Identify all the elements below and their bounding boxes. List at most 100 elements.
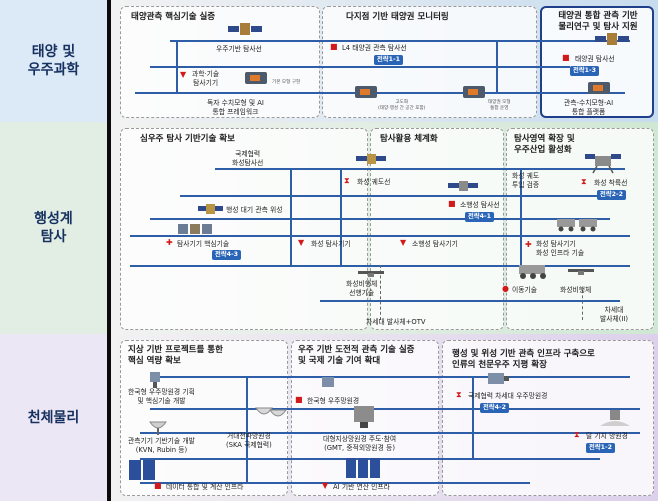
triangle-marker-icon: ▼ [322, 481, 329, 490]
node-gmt: 대형지상망원경 주도·참여 (GMT, 중적외망원경 등) [323, 435, 397, 452]
node-instrument-dev: 관측기기 기반기술 개발 (KVN, Rubin 등) [128, 437, 195, 454]
node-framework: 독자 수치모형 및 AI 통합 프레임워크 [207, 99, 264, 116]
instrument-icon [245, 72, 267, 84]
red-square-marker-icon: ■ [448, 199, 456, 208]
strategy-badge: 전략1-1 [374, 55, 403, 65]
node-mars-orbiter: 화성 궤도선 [357, 178, 391, 186]
node-mars-instrument: 화성 탐사기기 [311, 240, 351, 248]
node-integrate: 태양권 모형 통합 운영 [488, 100, 511, 111]
box-title: 탐사활용 체계화 [380, 134, 438, 144]
connector [246, 376, 248, 484]
box-title: 심우주 탐사 기반기술 확보 [140, 134, 235, 144]
satellite-icon [448, 181, 478, 191]
triangle-marker-icon: ▼ [298, 238, 305, 247]
connector [176, 40, 178, 94]
node-solar-probe: 태양권 탐사선 [575, 55, 615, 63]
strategy-badge: 전략4-2 [480, 403, 509, 413]
node-atmosphere-sat: 행성 대기 관측 위성 [226, 206, 283, 214]
dish-icon [149, 421, 167, 435]
timeline [150, 66, 570, 68]
node-space-probe: 우주기반 탐사선 [216, 45, 262, 53]
red-cross-marker-icon: ✚ [166, 238, 173, 247]
node-core-tech: 탐사기기 핵심기술 [177, 240, 230, 248]
dish-icon [255, 407, 287, 417]
lunar-telescope-icon [600, 410, 630, 426]
red-hourglass-marker-icon: ⧗ [456, 390, 462, 399]
red-hourglass-marker-icon: ⧗ [344, 176, 350, 185]
connector [340, 168, 342, 266]
drone-icon [358, 271, 384, 277]
node-kst-plan: 한국형 우주망원경 기획 및 핵심기술 개발 [128, 388, 195, 405]
red-square-marker-icon: ■ [330, 42, 338, 51]
box-title: 지상 기반 프로젝트를 통한 핵심 역량 확보 [128, 345, 223, 366]
node-asteroid-probe: 소행성 탐사선 [460, 201, 500, 209]
box-title: 태양관측 핵심기술 실증 [131, 12, 216, 22]
connector [290, 168, 292, 266]
timeline [170, 40, 630, 42]
red-square-marker-icon: ■ [154, 481, 162, 490]
red-hourglass-marker-icon: ⧗ [574, 430, 580, 439]
timeline [135, 92, 625, 94]
red-cross-marker-icon: ✚ [525, 240, 532, 249]
node-next-launcher-otv: 차세대 발사체+OTV [366, 318, 426, 326]
row-label-planetary-exploration: 행성계 탐사 [0, 122, 107, 334]
instrument-icon [588, 82, 610, 94]
node-data-infra: 데이터 통합 및 계산 인프라 [166, 483, 244, 491]
timeline [130, 235, 630, 237]
instrument-icon [463, 86, 485, 98]
dashed-connector [380, 265, 381, 320]
timeline [320, 300, 620, 302]
divider-bar [107, 0, 111, 501]
red-hourglass-marker-icon: ⧗ [581, 177, 587, 186]
timeline [150, 408, 640, 410]
box-title: 행성 및 위성 기반 관측 인프라 구축으로 인류의 천문우주 지평 확장 [452, 349, 595, 370]
connector [520, 168, 522, 266]
instrument-icon [355, 86, 377, 98]
strategy-badge: 전략2-2 [597, 190, 626, 200]
triangle-marker-icon: ▼ [180, 70, 187, 79]
node-mobility: 이동기술 [512, 286, 538, 294]
node-mars-orbit-verify: 화성 궤도 투입 검증 [512, 172, 540, 189]
node-ska: 거대전파망원경 (SKA 국제협력) [226, 432, 272, 449]
box-planet-utilization [370, 128, 504, 330]
timeline [180, 195, 620, 197]
satellite-icon [595, 33, 629, 45]
telescope-icon [488, 373, 509, 384]
box-title: 태양권 통합 관측 기반 물리연구 및 탐사 지원 [558, 11, 638, 32]
satellite-icon [356, 154, 386, 164]
strategy-badge: 전략1-3 [570, 66, 599, 76]
satellite-icon [228, 23, 262, 35]
red-circle-marker-icon: ● [502, 284, 509, 293]
box-title: 탐사영역 확장 및 우주산업 활성화 [514, 134, 575, 155]
node-intl-mars-probe: 국제협력 화성탐사선 [232, 150, 264, 167]
telescope-icon [322, 377, 334, 387]
rover-icon [519, 265, 546, 279]
timeline [150, 376, 630, 378]
connector [472, 376, 474, 458]
satellite-icon [198, 204, 223, 214]
server-icon [346, 458, 380, 478]
node-mars-aircraft-tech: 화성비행체 선행기술 [346, 280, 378, 297]
node-intl-next-telescope: 국제협력 차세대 우주망원경 [468, 392, 548, 400]
connector [496, 40, 498, 94]
triangle-marker-icon: ▼ [400, 238, 407, 247]
red-square-marker-icon: ■ [562, 53, 570, 62]
node-lunar-telescope: 달 기지 망원경 [586, 432, 628, 440]
box-solar-monitoring [322, 6, 537, 118]
node-mars-lander: 화성 착륙선 [594, 179, 628, 187]
lander-icon [585, 154, 621, 174]
node-instrument: 과학·기술 탐사기기 [192, 70, 220, 87]
telescope-icon [354, 406, 374, 428]
box-solar-core-tech [120, 6, 320, 118]
node-next-launcher-2: 차세대 발사체(II) [600, 306, 629, 323]
telescope-icon [150, 372, 160, 388]
box-planet-deep-space [120, 128, 368, 330]
timeline [140, 432, 640, 434]
node-mars-aircraft: 화성비행체 [560, 286, 592, 294]
box-solar-integrated [540, 6, 654, 118]
row-label-solar-space-science: 태양 및 우주과학 [0, 0, 107, 122]
timeline [150, 218, 610, 220]
strategy-badge: 전략4-3 [212, 250, 241, 260]
box-planet-expansion [506, 128, 654, 330]
box-title: 우주 기반 도전적 관측 기술 실증 및 국제 기술 기여 확대 [298, 345, 415, 366]
